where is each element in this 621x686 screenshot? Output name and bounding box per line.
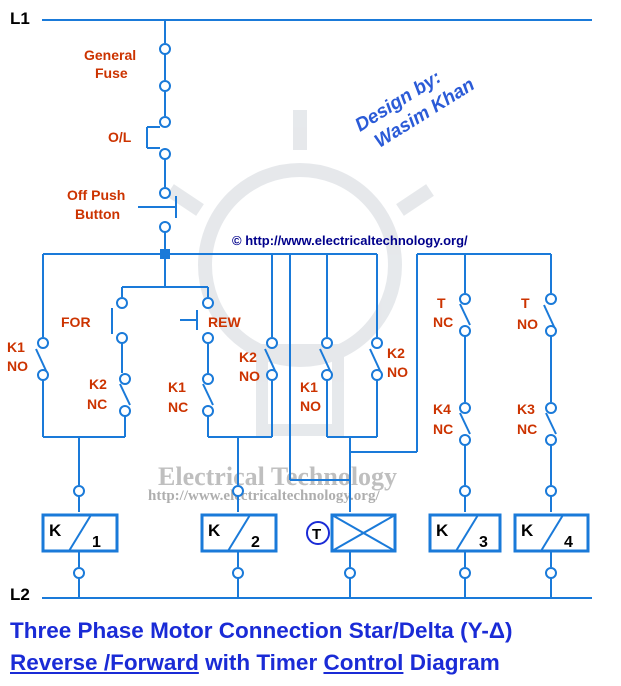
branch-k2 xyxy=(180,254,278,512)
distribution-bus xyxy=(43,249,551,288)
coil-k2-letter: K xyxy=(208,521,221,540)
designer-credit: Design by: Wasim Khan xyxy=(352,67,479,152)
coil-timer: T xyxy=(306,513,397,553)
k2-no-b-label-2: NO xyxy=(387,364,408,380)
watermark-name: Electrical Technology xyxy=(158,462,397,491)
coil-k2: K 2 xyxy=(200,513,278,553)
l1-label: L1 xyxy=(10,9,30,28)
k1-no-b-label-2: NO xyxy=(300,398,321,414)
coil-k3-number: 3 xyxy=(479,534,488,551)
k1-no-a-label-1: K1 xyxy=(7,339,25,355)
title-with-timer: with Timer xyxy=(198,650,324,675)
k4-nc-label-1: K4 xyxy=(433,401,451,417)
coil-k1: K 1 xyxy=(41,513,119,553)
coil-timer-letter: T xyxy=(312,526,321,543)
main-feed xyxy=(138,20,177,254)
coil-k1-letter: K xyxy=(49,521,62,540)
t-nc-label-1: T xyxy=(437,295,446,311)
t-no-label-2: NO xyxy=(517,316,538,332)
general-fuse-label-1: General xyxy=(84,47,136,63)
off-push-label-1: Off Push xyxy=(67,187,125,203)
reverse-label: REW xyxy=(208,314,241,330)
general-fuse-label-2: Fuse xyxy=(95,65,128,81)
coil-k3-letter: K xyxy=(436,521,449,540)
k2-nc-label-1: K2 xyxy=(89,376,107,392)
coil-k4-number: 4 xyxy=(564,534,573,551)
coil-k3: K 3 xyxy=(428,513,502,553)
branch-k3 xyxy=(459,254,471,512)
off-push-label-2: Button xyxy=(75,206,120,222)
title-control: Control xyxy=(323,650,404,675)
t-nc-label-2: NC xyxy=(433,314,453,330)
k4-nc-label-2: NC xyxy=(433,421,453,437)
k1-no-b-label-1: K1 xyxy=(300,379,318,395)
branch-timer xyxy=(289,254,418,512)
branch-k1 xyxy=(35,254,131,512)
k2-nc-label-2: NC xyxy=(87,396,107,412)
title-line-2: Reverse /Forward with Timer Control Diag… xyxy=(10,650,621,676)
branch-k4 xyxy=(543,254,557,512)
k1-no-a-label-2: NO xyxy=(7,358,28,374)
k3-nc-label-1: K3 xyxy=(517,401,535,417)
k1-nc-label-1: K1 xyxy=(168,379,186,395)
coil-k4: K 4 xyxy=(513,513,590,553)
k2-no-a-label-1: K2 xyxy=(239,349,257,365)
watermark-bulb xyxy=(166,110,434,436)
k1-nc-label-2: NC xyxy=(168,399,188,415)
forward-label: FOR xyxy=(61,314,91,330)
coil-returns xyxy=(73,551,557,598)
title-line-1: Three Phase Motor Connection Star/Delta … xyxy=(10,618,513,643)
watermark-url: http://www.electricaltechnology.org/ xyxy=(148,488,380,504)
coil-k1-number: 1 xyxy=(92,534,101,551)
t-no-label-1: T xyxy=(521,295,530,311)
coil-k4-letter: K xyxy=(521,521,534,540)
k2-no-b-label-1: K2 xyxy=(387,345,405,361)
k2-no-a-label-2: NO xyxy=(239,368,260,384)
overload-label: O/L xyxy=(108,129,132,145)
coil-k2-number: 2 xyxy=(251,534,260,551)
k3-nc-label-2: NC xyxy=(517,421,537,437)
title-diagram: Diagram xyxy=(403,650,500,675)
copyright-link[interactable]: © http://www.electricaltechnology.org/ xyxy=(232,233,468,248)
title-reverse-forward: Reverse /Forward xyxy=(10,650,199,675)
l2-label: L2 xyxy=(10,585,30,604)
